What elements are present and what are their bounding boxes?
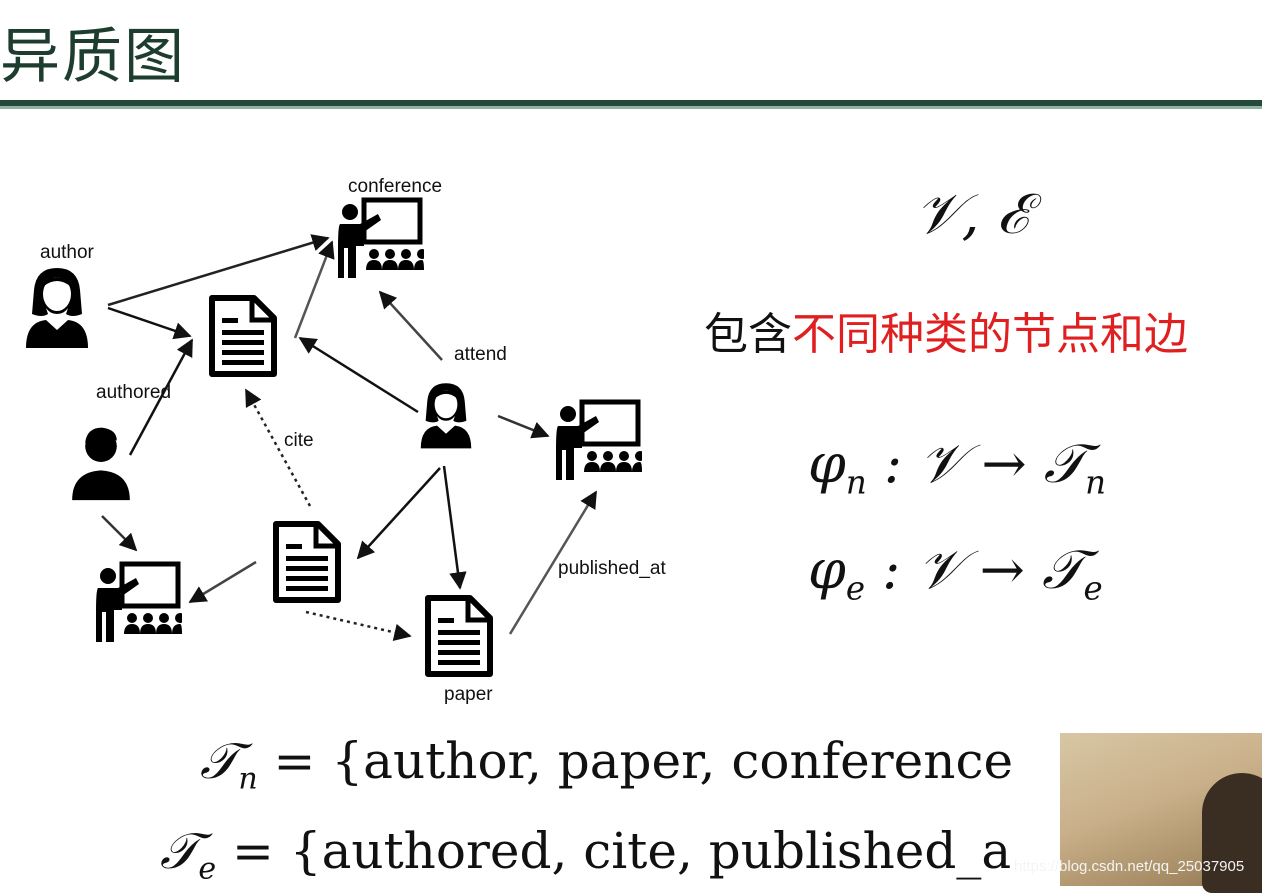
- author-woman-icon: [26, 268, 88, 348]
- label-conference: conference: [348, 176, 442, 197]
- slide-title: 异质图: [0, 22, 186, 92]
- author-man-icon: [72, 427, 130, 501]
- edge-woman-paper: [298, 336, 419, 414]
- edge-author-paper: [107, 306, 192, 340]
- conference-icon-right: [556, 402, 645, 480]
- watermark: https://blog.csdn.net/qq_25037905: [1014, 858, 1245, 875]
- caption-red-text: 不同种类的节点和边: [792, 309, 1188, 360]
- edge-author-conference: [107, 234, 330, 307]
- webcam-overlay: [1060, 733, 1262, 893]
- vertex-edge-sets: 𝒱, ℰ: [915, 182, 1030, 247]
- edge-types-set: 𝒯e = {authored, cite, published_a: [160, 822, 1012, 887]
- label-published-at: published_at: [558, 558, 666, 579]
- edge-paper-conference-left: [188, 560, 257, 604]
- edge-paper-conference: [293, 240, 335, 339]
- edge-woman-conference-right: [497, 414, 550, 439]
- label-authored: authored: [96, 382, 171, 403]
- edge-published-at: [508, 490, 598, 635]
- edge-woman-paper-bottom: [442, 465, 467, 590]
- conference-icon-top: [338, 200, 427, 278]
- graph-description: 包含不同种类的节点和边: [704, 298, 1188, 362]
- label-author: author: [40, 242, 95, 263]
- title-divider-accent: [0, 106, 1262, 109]
- label-attend: attend: [454, 344, 507, 365]
- edge-authored: [128, 338, 194, 456]
- edge-woman-paper-center: [356, 467, 441, 560]
- node-types-set: 𝒯n = {author, paper, conference: [200, 732, 1014, 797]
- label-paper: paper: [444, 684, 493, 705]
- paper-icon-bottom: [428, 598, 490, 674]
- edge-cite: [244, 388, 312, 507]
- paper-icon-top: [212, 298, 274, 374]
- attendee-woman-icon: [420, 383, 472, 449]
- label-cite: cite: [284, 430, 314, 451]
- paper-icon-center: [276, 524, 338, 600]
- title-divider: [0, 100, 1262, 106]
- webcam-person: [1202, 773, 1262, 893]
- conference-icon-left: [96, 564, 185, 642]
- edge-man-conference: [101, 515, 138, 552]
- edge-cite-dotted: [305, 610, 412, 641]
- edge-attend-conference: [378, 290, 443, 361]
- caption-black-text: 包含: [704, 309, 792, 360]
- node-type-mapping: φn : 𝒱 → 𝒯n: [808, 432, 1107, 502]
- edge-type-mapping: φe : 𝒱 → 𝒯e: [808, 538, 1103, 608]
- heterogeneous-graph-diagram: conference author attend authored cite p…: [26, 176, 666, 705]
